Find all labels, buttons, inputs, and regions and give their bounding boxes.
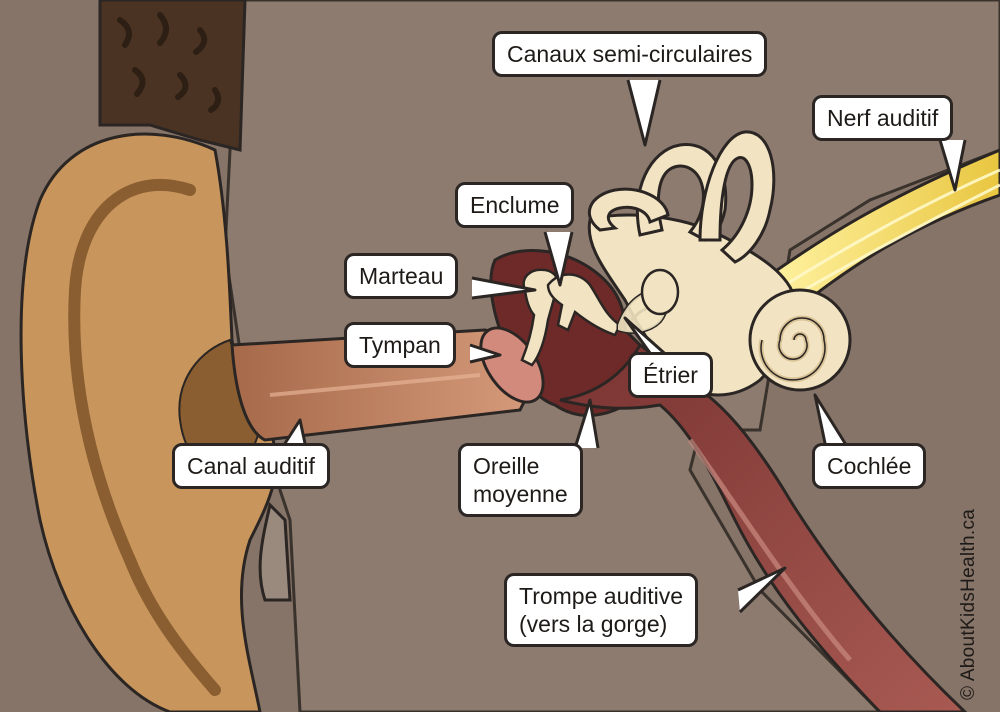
- label-eustachian-line2: (vers la gorge): [519, 611, 668, 637]
- label-eustachian-tube: Trompe auditive (vers la gorge): [504, 573, 699, 647]
- pointer-cochlea: [813, 393, 850, 449]
- hair: [98, 0, 247, 152]
- pointer-semicircular-canals: [626, 79, 662, 147]
- label-semicircular-canals: Canaux semi-circulaires: [492, 31, 768, 77]
- label-middle-ear-line2: moyenne: [473, 481, 568, 507]
- pointer-eardrum: [469, 343, 502, 364]
- pointer-ear-canal: [280, 418, 308, 449]
- pointer-malleus: [471, 276, 537, 300]
- semicircular-canal-lateral: [587, 187, 670, 232]
- label-cochlea: Cochlée: [812, 443, 927, 489]
- label-malleus: Marteau: [344, 253, 459, 299]
- incus-bone: [546, 273, 622, 337]
- label-eustachian-line1: Trompe auditive: [519, 583, 684, 609]
- auditory-nerve: [767, 148, 1000, 313]
- pointer-incus: [543, 231, 574, 287]
- label-eardrum: Tympan: [344, 322, 456, 368]
- pointer-auditory-nerve: [938, 139, 967, 192]
- label-middle-ear: Oreille moyenne: [458, 443, 583, 517]
- pointer-stapes: [623, 316, 673, 362]
- callout-pointers: [280, 79, 967, 614]
- oval-window: [640, 268, 680, 316]
- auditory-nerve-fibers: [784, 168, 1000, 300]
- copyright-text: © AboutKidsHealth.ca: [958, 508, 979, 700]
- pointer-middle-ear: [573, 398, 600, 449]
- cochlea: [748, 288, 852, 392]
- label-auditory-nerve: Nerf auditif: [812, 95, 954, 141]
- pointer-eustachian: [737, 566, 787, 614]
- label-incus: Enclume: [455, 182, 575, 228]
- cochlea-spiral-outline: [760, 317, 826, 381]
- earlobe-notch: [258, 502, 292, 602]
- semicircular-canal-posterior: [698, 130, 776, 264]
- label-middle-ear-line1: Oreille: [473, 453, 540, 479]
- eustachian-tube-highlight: [687, 438, 852, 662]
- ear-canal-highlight: [269, 373, 481, 397]
- label-ear-canal: Canal auditif: [172, 443, 330, 489]
- hair-texture: [117, 12, 222, 113]
- label-stapes: Étrier: [628, 352, 713, 398]
- outer-ear-inner-fold: [68, 179, 221, 696]
